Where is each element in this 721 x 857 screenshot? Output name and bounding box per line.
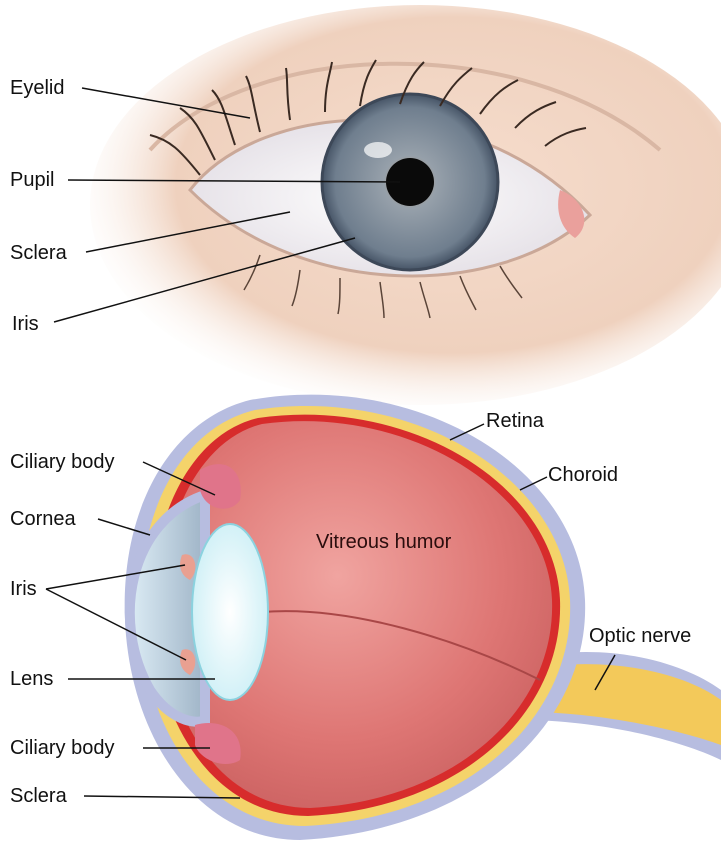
label-iris-bottom: Iris [10,577,37,601]
label-vitreous-humor: Vitreous humor [316,530,451,554]
label-ciliary-body-top: Ciliary body [10,450,114,474]
label-eyelid: Eyelid [10,76,64,100]
label-choroid: Choroid [548,463,618,487]
label-iris-top: Iris [12,312,39,336]
label-pupil: Pupil [10,168,54,192]
external-eye [90,5,721,405]
lens-shape [192,524,268,700]
eye-highlight [364,142,392,158]
label-sclera-top: Sclera [10,241,67,265]
cross-section [125,395,721,840]
label-retina: Retina [486,409,544,433]
label-optic-nerve: Optic nerve [589,624,691,648]
label-sclera-bottom: Sclera [10,784,67,808]
label-cornea: Cornea [10,507,76,531]
label-lens: Lens [10,667,53,691]
label-ciliary-body-bottom: Ciliary body [10,736,114,760]
